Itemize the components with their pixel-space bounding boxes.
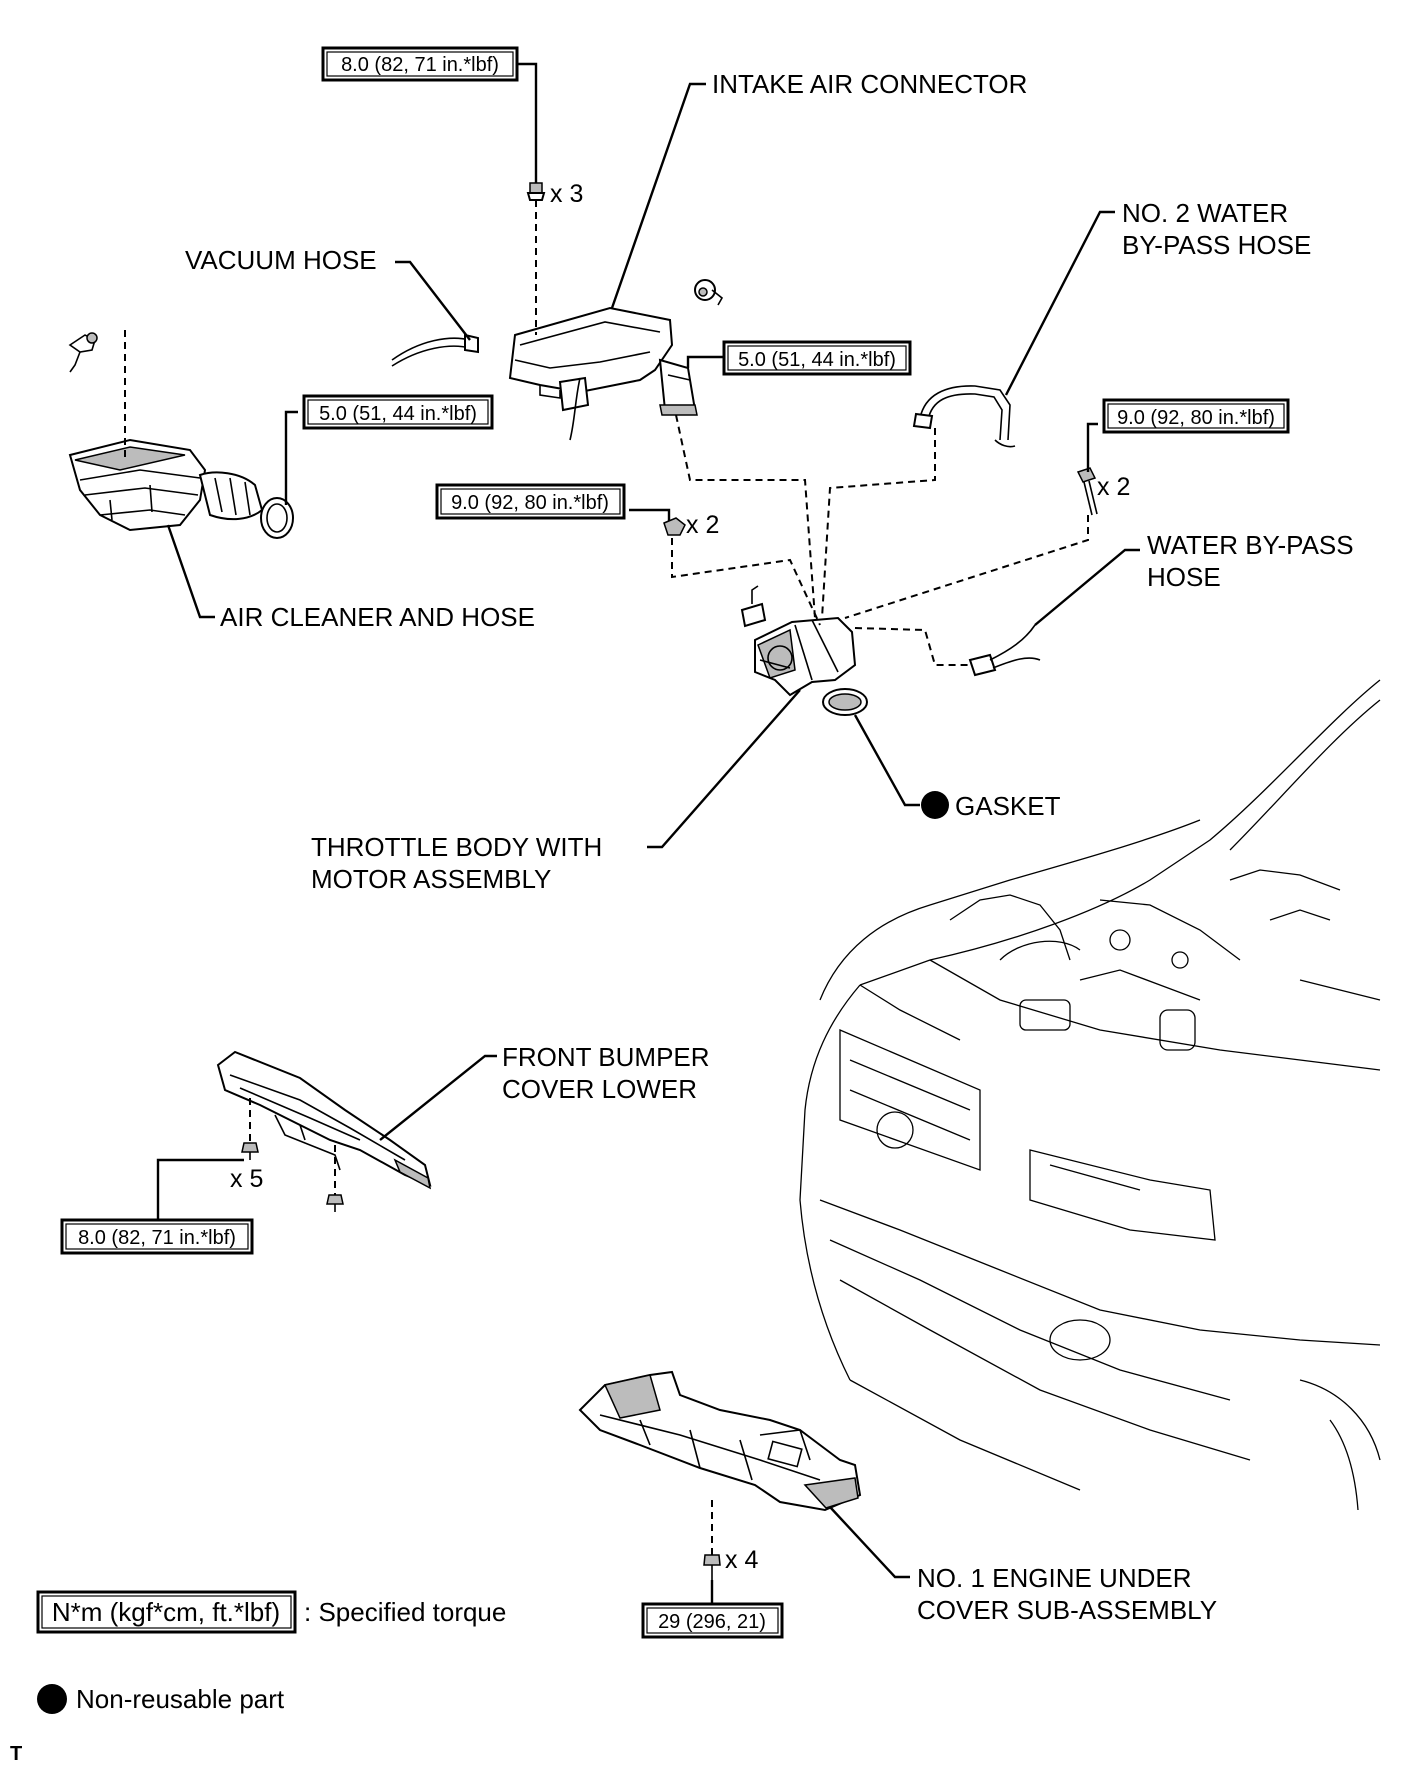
legend-non-reusable: Non-reusable part [37, 1684, 285, 1714]
intake-air-connector-part [508, 306, 698, 441]
torque-text: 9.0 (92, 80 in.*lbf) [451, 492, 609, 514]
hose-clip-part [694, 279, 724, 306]
throttle-nut [663, 517, 686, 536]
label-gasket: GASKET [955, 791, 1061, 821]
label-throttle-body-line1: THROTTLE BODY WITH [311, 832, 602, 862]
intake-connector-bolt [526, 182, 546, 201]
legend-non-reusable-text: Non-reusable part [76, 1684, 285, 1714]
torque-text: 8.0 (82, 71 in.*lbf) [341, 54, 499, 76]
label-front-bumper-cover-lower-line2: COVER LOWER [502, 1074, 697, 1104]
qty-under-cover-bolts: x 4 [725, 1546, 758, 1574]
corner-mark: T [10, 1743, 22, 1763]
label-intake-air-connector: INTAKE AIR CONNECTOR [712, 69, 1027, 99]
torque-text: 29 (296, 21) [658, 1611, 766, 1633]
no1-engine-under-cover-part [578, 1370, 862, 1512]
label-front-bumper-cover-lower-line1: FRONT BUMPER [502, 1042, 710, 1072]
water-bypass-hose-part [968, 624, 1041, 677]
label-water-bypass-hose-line1: WATER BY-PASS [1147, 530, 1354, 560]
label-throttle-body-line2: MOTOR ASSEMBLY [311, 864, 551, 894]
label-water-bypass-hose-line2: HOSE [1147, 562, 1221, 592]
vehicle-front-view [799, 679, 1381, 1511]
bumper-cover-bolt-lower [326, 1194, 344, 1212]
torque-text: 5.0 (51, 44 in.*lbf) [738, 349, 896, 371]
torque-spec-intake-connector-bolts: 8.0 (82, 71 in.*lbf) [321, 46, 519, 82]
torque-spec-throttle-nuts: 9.0 (92, 80 in.*lbf) [435, 483, 626, 520]
under-cover-bolt [703, 1554, 721, 1580]
qty-intake-connector-bolts: x 3 [550, 180, 583, 208]
qty-throttle-nuts: x 2 [686, 511, 719, 539]
label-vacuum-hose: VACUUM HOSE [185, 245, 377, 275]
non-reusable-legend-icon [37, 1684, 67, 1714]
torque-spec-under-cover-bolts: 29 (296, 21) [641, 1602, 784, 1639]
bumper-cover-bolt-upper [241, 1142, 259, 1160]
qty-throttle-bolts: x 2 [1097, 473, 1130, 501]
label-no1-engine-under-cover-line2: COVER SUB-ASSEMBLY [917, 1595, 1217, 1625]
throttle-body-part [740, 585, 857, 697]
torque-text: 9.0 (92, 80 in.*lbf) [1117, 407, 1275, 429]
label-no2-water-bypass-hose-line1: NO. 2 WATER [1122, 198, 1288, 228]
throttle-bolt [1076, 467, 1098, 516]
torque-spec-air-cleaner-clamp: 5.0 (51, 44 in.*lbf) [302, 394, 494, 430]
air-cleaner-and-hose-part [68, 332, 294, 539]
no2-water-bypass-hose-part [912, 385, 1016, 448]
label-no1-engine-under-cover-line1: NO. 1 ENGINE UNDER [917, 1563, 1192, 1593]
torque-spec-bumper-cover-bolts: 8.0 (82, 71 in.*lbf) [60, 1218, 254, 1255]
front-bumper-cover-lower-part [216, 1050, 432, 1190]
torque-text: 8.0 (82, 71 in.*lbf) [78, 1227, 236, 1249]
gasket-part [822, 688, 868, 716]
assembly-dashed-lines [124, 80, 1089, 1555]
non-reusable-marker-icon [921, 791, 949, 819]
legend-specified-torque: N*m (kgf*cm, ft.*lbf) : Specified torque [36, 1590, 506, 1634]
label-air-cleaner-and-hose: AIR CLEANER AND HOSE [220, 602, 535, 632]
legend-torque-units: N*m (kgf*cm, ft.*lbf) [52, 1597, 280, 1627]
leader-lines [156, 62, 1140, 1604]
torque-spec-throttle-bolts: 9.0 (92, 80 in.*lbf) [1102, 398, 1290, 434]
torque-spec-intake-connector-clamp: 5.0 (51, 44 in.*lbf) [722, 340, 912, 376]
qty-bumper-cover-bolts: x 5 [230, 1165, 263, 1193]
legend-torque-desc: : Specified torque [304, 1597, 506, 1627]
torque-text: 5.0 (51, 44 in.*lbf) [319, 403, 477, 425]
vacuum-hose-part [391, 333, 479, 367]
label-no2-water-bypass-hose-line2: BY-PASS HOSE [1122, 230, 1311, 260]
